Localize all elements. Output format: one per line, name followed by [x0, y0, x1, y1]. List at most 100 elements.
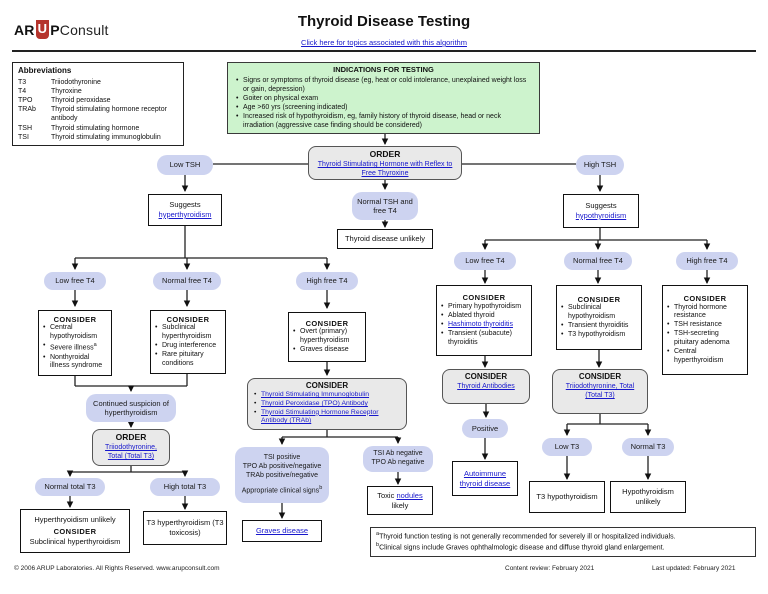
hyperthyroidism-link[interactable]: hyperthyroidism [158, 210, 212, 219]
term: Thyroxine [51, 87, 82, 95]
last-updated-date: Last updated: February 2021 [652, 565, 736, 572]
test-link-item: Thyroid Stimulating Immunoglobulin [252, 391, 402, 400]
tpo-antibody-test-link[interactable]: Thyroid Peroxidase (TPO) Antibody [261, 400, 368, 408]
consider-heading: CONSIDER [166, 314, 210, 324]
node-consider-thyroid-antibodies: CONSIDER Thyroid Antibodies [442, 369, 530, 404]
graves-disease-link[interactable]: Graves disease [255, 526, 309, 536]
label: Appropriate clinical signsb [242, 485, 323, 496]
label: TSI positive [263, 454, 301, 462]
consider-heading: CONSIDER [464, 372, 508, 381]
consider-heading: CONSIDER [683, 293, 727, 303]
label: Toxic [377, 490, 395, 500]
consider-item: Transient (subacute) thyroiditis [439, 330, 529, 348]
label: Transient (subacute) thyroiditis [448, 329, 512, 346]
consider-item: T3 hypothyroidism [559, 331, 639, 340]
trab-test-link[interactable]: Thyroid Stimulating Hormone Receptor Ant… [261, 408, 379, 425]
label: Transient thyroiditis [568, 322, 629, 330]
label: TPO Ab positive/negative [242, 463, 322, 471]
indications-title: INDICATIONS FOR TESTING [333, 65, 434, 74]
consider-heading: CONSIDER [53, 314, 97, 324]
label: Primary hypothyroidism [448, 302, 522, 310]
node-high-free-t4-left: High free T4 [296, 272, 358, 290]
label: T3 hyperthyroidism (T3 toxicosis) [146, 518, 224, 537]
label: TRAb positive/negative [246, 471, 318, 479]
consider-heading: CONSIDER [305, 318, 349, 328]
footnote-marker-b: b [319, 484, 323, 491]
label: Nonthyroidal illness syndrome [50, 353, 103, 370]
label: High TSH [583, 160, 617, 170]
node-tsi-negative: TSI Ab negative TPO Ab negative [363, 446, 433, 472]
node-thyroid-disease-unlikely: Thyroid disease unlikely [337, 229, 433, 249]
tsi-test-link[interactable]: Thyroid Stimulating Immunoglobulin [261, 391, 370, 399]
consider-heading: CONSIDER [577, 294, 621, 304]
indication-item: Signs or symptoms of thyroid disease (eg… [234, 76, 533, 94]
hashimoto-thyroiditis-link[interactable]: Hashimoto thyroiditis [448, 320, 513, 328]
label: TPO Ab negative [371, 459, 425, 466]
node-low-t3: Low T3 [542, 438, 592, 456]
label: Central hyperthyroidism [674, 348, 724, 365]
consider-item: Ablated thyroid [439, 312, 529, 321]
label: Low free T4 [55, 276, 95, 286]
copyright-text: © 2006 ARUP Laboratories. All Rights Res… [14, 565, 220, 572]
test-link-item: Thyroid Stimulating Hormone Receptor Ant… [252, 409, 402, 426]
consider-item: Central hyperthyroidism [665, 348, 745, 366]
node-graves-disease: Graves disease [242, 520, 322, 542]
label: TSI Ab negative [373, 450, 423, 458]
consider-item: Rare pituitary conditions [153, 351, 223, 369]
hypothyroidism-link[interactable]: hypothyroidism [575, 211, 627, 220]
term: Thyroid peroxidase [51, 97, 111, 105]
nodules-link[interactable]: nodules [396, 490, 423, 500]
logo-consult: Consult [59, 21, 109, 38]
indication-item: Increased risk of hypothyroidism, eg, fa… [234, 112, 533, 130]
label: T3 hypothyroidism [568, 331, 626, 339]
term: Thyroid stimulating immunoglobulin [51, 133, 161, 141]
label: Overt (primary) hyperthyroidism [300, 328, 350, 345]
node-normal-tsh-ft4: Normal TSH and free T4 [352, 192, 418, 220]
node-normal-t3: Normal T3 [622, 438, 674, 456]
node-order-tsh: ORDER Thyroid Stimulating Hormone with R… [308, 146, 462, 180]
label: Hypothyroidism unlikely [622, 487, 674, 506]
label: High free T4 [686, 256, 728, 266]
label: TSH resistance [674, 321, 722, 329]
footnote-b: bClinical signs include Graves ophthalmo… [376, 542, 750, 553]
node-consider-subclinical-hyperthyroidism: CONSIDER Subclinical hyperthyroidism Dru… [150, 310, 226, 374]
label: Normal TSH and free T4 [357, 196, 413, 215]
node-hypothyroidism-unlikely: Hypothyroidism unlikely [610, 481, 686, 513]
label: Low T3 [554, 442, 580, 452]
consider-heading: CONSIDER [53, 527, 97, 537]
label: High total T3 [163, 482, 207, 492]
label: Subclinical hypothyroidism [568, 304, 616, 321]
label: Low TSH [169, 160, 201, 170]
abbr: TRAb [18, 106, 36, 114]
footnote-a: aThyroid function testing is not general… [376, 531, 750, 542]
indication-item: Age >60 yrs (screening indicated) [234, 103, 533, 112]
node-autoimmune-thyroid-disease: Autoimmune thyroid disease [452, 461, 518, 496]
node-consider-central-hypothyroidism: CONSIDER Central hypothyroidism Severe i… [38, 310, 112, 376]
node-normal-free-t4-left: Normal free T4 [153, 272, 221, 290]
total-t3-test-link-right[interactable]: Triiodothyronine, Total (Total T3) [565, 383, 635, 400]
node-toxic-nodules: Toxic nodules likely [367, 486, 433, 515]
footnote-text: Thyroid function testing is not generall… [379, 533, 676, 541]
node-high-free-t4-right: High free T4 [676, 252, 738, 270]
indications-panel: INDICATIONS FOR TESTING Signs or symptom… [227, 62, 540, 134]
total-t3-test-link[interactable]: Triiodothyronine, Total (Total T3) [105, 444, 157, 461]
tsh-reflex-test-link[interactable]: Thyroid Stimulating Hormone with Reflex … [317, 161, 453, 178]
order-heading: ORDER [115, 432, 147, 442]
topics-link[interactable]: Click here for topics associated with th… [301, 38, 467, 47]
node-consider-subclinical-hypothyroidism: CONSIDER Subclinical hypothyroidism Tran… [556, 285, 642, 350]
consider-item: Nonthyroidal illness syndrome [41, 354, 109, 372]
thyroid-antibodies-link[interactable]: Thyroid Antibodies [457, 383, 515, 391]
consider-item: Primary hypothyroidism [439, 303, 529, 312]
consider-item: Subclinical hypothyroidism [559, 304, 639, 322]
autoimmune-thyroid-disease-link[interactable]: Autoimmune thyroid disease [459, 468, 511, 488]
consider-item: Hashimoto thyroiditis [439, 321, 529, 330]
node-positive: Positive [462, 419, 508, 438]
logo-p: P [50, 21, 60, 38]
node-normal-free-t4-right: Normal free T4 [564, 252, 632, 270]
